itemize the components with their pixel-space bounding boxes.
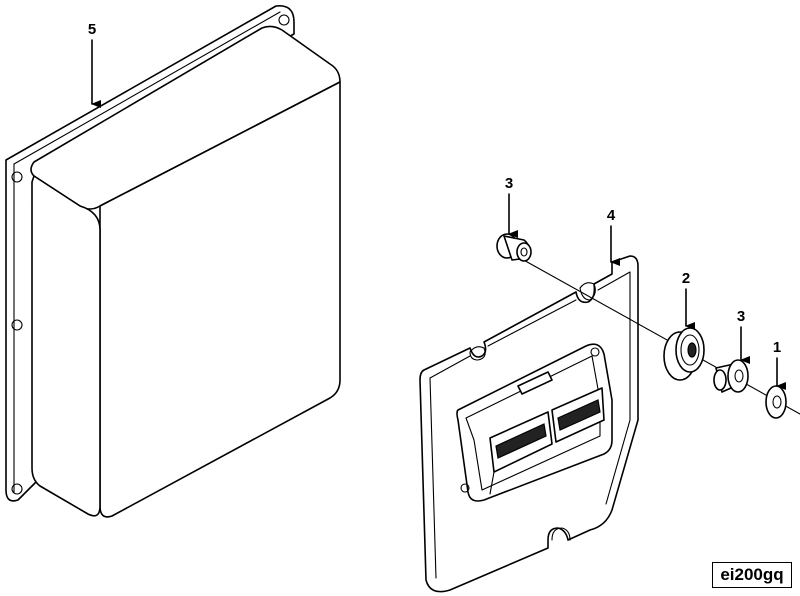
- spacer-upper: [496, 233, 532, 262]
- grommet: [663, 327, 705, 381]
- spacer-lower: [713, 359, 749, 393]
- callout-3-upper-label: 3: [505, 175, 513, 192]
- figure-code-label: ei200gq: [712, 562, 792, 588]
- bracket-slot-upper: [579, 282, 596, 301]
- flange-hole-top-left: [11, 171, 23, 183]
- ecm-housing: [5, 5, 341, 518]
- bracket-slot-lower: [469, 346, 486, 361]
- callout-2-label: 2: [682, 270, 690, 287]
- ecm-connector: [456, 343, 613, 502]
- flange-hole-middle: [11, 319, 23, 331]
- callout-3-upper: 3: [505, 175, 518, 238]
- flange-hole-top-right: [278, 14, 290, 26]
- flange-hole-bottom: [11, 483, 23, 495]
- ecm-box-front: [31, 175, 101, 517]
- callout-3-lower-label: 3: [737, 308, 745, 325]
- assembly-centerline: [519, 257, 800, 415]
- callout-2: 2: [682, 270, 695, 330]
- callout-1-label: 1: [773, 339, 781, 356]
- bracket-bottom-notch: [551, 527, 571, 541]
- connector-latch: [517, 371, 553, 395]
- callout-4: 4: [607, 207, 620, 266]
- callout-1: 1: [773, 339, 786, 390]
- callout-5: 5: [88, 21, 101, 108]
- callout-5-label: 5: [88, 21, 96, 38]
- callout-4-label: 4: [607, 207, 616, 224]
- callout-3-lower: 3: [737, 308, 750, 364]
- washer: [765, 385, 787, 419]
